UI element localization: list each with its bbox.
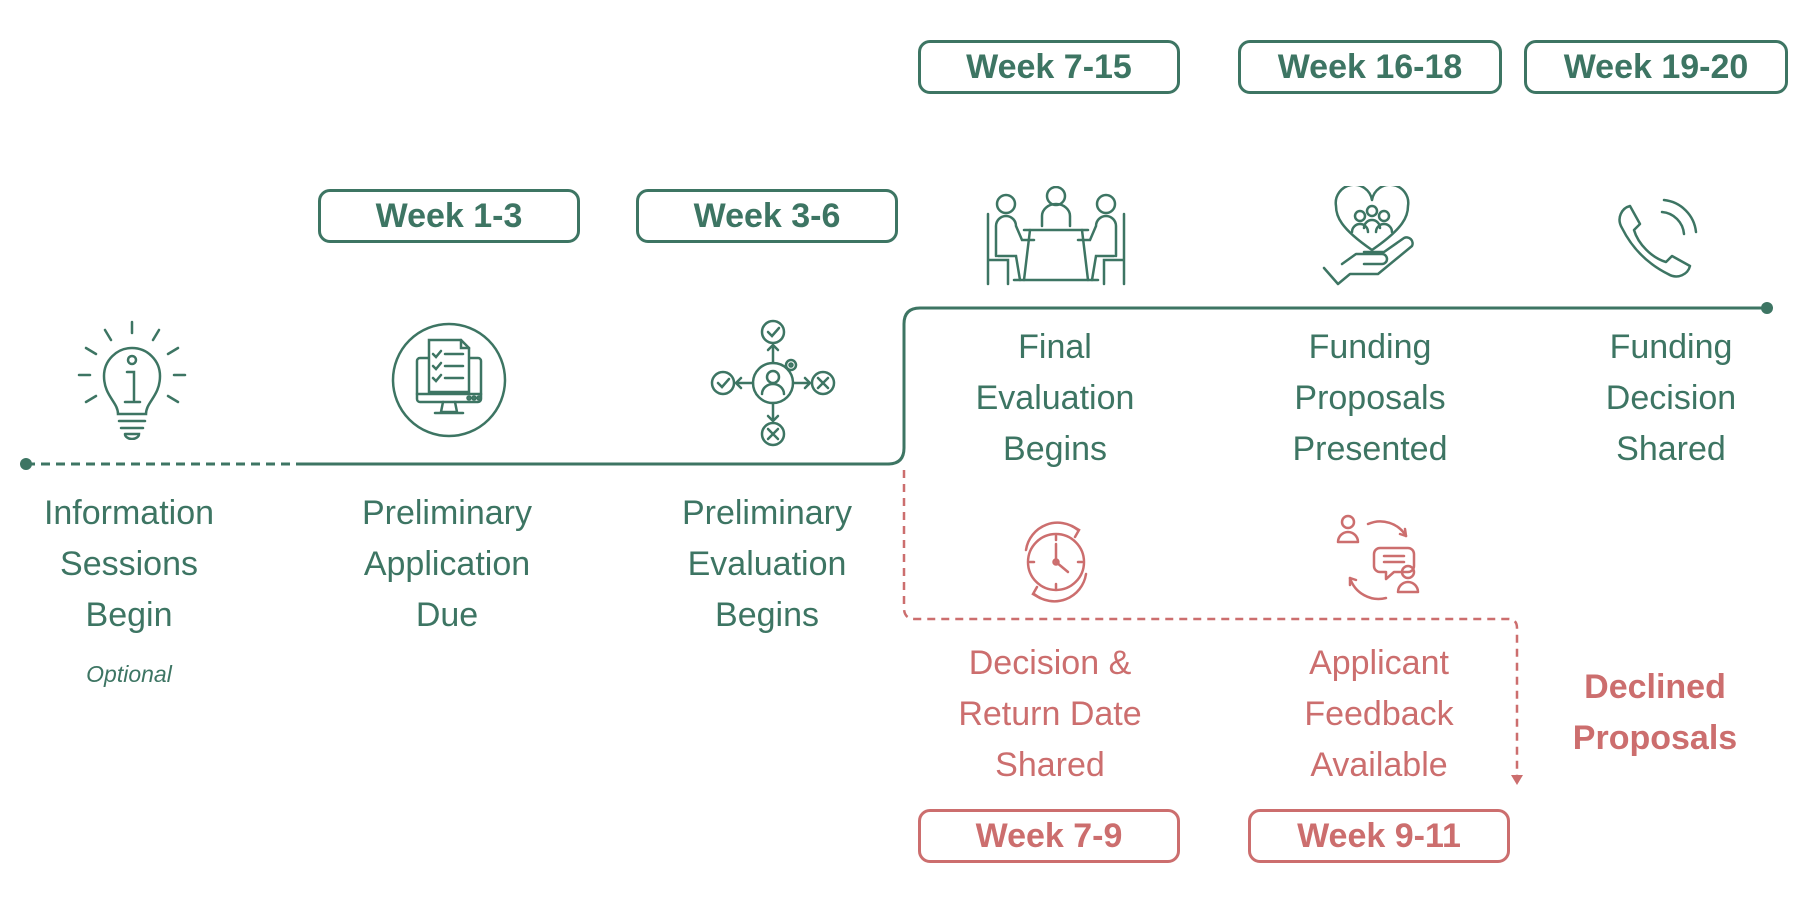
step-line: Information bbox=[43, 494, 215, 532]
step-funding-decision: Funding Decision Shared bbox=[1556, 322, 1786, 475]
step-line: Preliminary bbox=[361, 494, 533, 532]
declined-proposals-label: Declined Proposals bbox=[1540, 662, 1770, 764]
step-line: Application bbox=[363, 545, 531, 583]
step-line: Proposals bbox=[1294, 379, 1446, 417]
lightbulb-info-icon bbox=[77, 320, 187, 440]
step-line: Sessions bbox=[60, 545, 198, 583]
step-line: Begins bbox=[1003, 430, 1107, 468]
step-information-sessions: Information Sessions Begin bbox=[14, 488, 244, 641]
step-line: Begins bbox=[715, 596, 819, 634]
step-line: Funding bbox=[1308, 328, 1432, 366]
main-timeline-path bbox=[298, 306, 1767, 466]
step-line: Presented bbox=[1292, 430, 1448, 468]
declined-arrow-head bbox=[1511, 775, 1523, 785]
week-pill-1-3: Week 1-3 bbox=[318, 189, 580, 243]
step-line: Begin bbox=[85, 596, 173, 634]
step-line: Due bbox=[415, 596, 479, 634]
step-funding-proposals: Funding Proposals Presented bbox=[1255, 322, 1485, 475]
phone-call-icon bbox=[1618, 198, 1698, 278]
optional-note: Optional bbox=[86, 661, 172, 687]
step-line: Evaluation bbox=[687, 545, 847, 583]
step-line: Preliminary bbox=[681, 494, 853, 532]
step-applicant-feedback: Applicant Feedback Available bbox=[1264, 638, 1494, 791]
start-dot bbox=[20, 458, 32, 470]
week-pill-9-11: Week 9-11 bbox=[1248, 809, 1510, 863]
step-line: Applicant bbox=[1309, 644, 1449, 682]
step-line: Feedback bbox=[1304, 695, 1454, 733]
step-line: Return Date bbox=[958, 695, 1142, 733]
step-line: Final bbox=[1018, 328, 1092, 366]
step-preliminary-evaluation: Preliminary Evaluation Begins bbox=[652, 488, 882, 641]
step-line: Available bbox=[1310, 746, 1448, 784]
step-line: Evaluation bbox=[975, 379, 1135, 417]
meeting-table-icon bbox=[986, 186, 1126, 286]
week-pill-7-9: Week 7-9 bbox=[918, 809, 1180, 863]
week-pill-16-18: Week 16-18 bbox=[1238, 40, 1502, 94]
step-line: Shared bbox=[995, 746, 1105, 784]
step-decision-return-date: Decision & Return Date Shared bbox=[935, 638, 1165, 791]
step-line: Decision & bbox=[968, 644, 1132, 682]
step-line: Decision bbox=[1605, 379, 1737, 417]
step-preliminary-application: Preliminary Application Due bbox=[332, 488, 562, 641]
week-pill-7-15: Week 7-15 bbox=[918, 40, 1180, 94]
declined-line: Proposals bbox=[1572, 719, 1738, 757]
week-pill-19-20: Week 19-20 bbox=[1524, 40, 1788, 94]
step-line: Shared bbox=[1616, 430, 1726, 468]
people-feedback-icon bbox=[1336, 514, 1420, 601]
declined-line: Declined bbox=[1584, 668, 1726, 706]
declined-branch-path bbox=[902, 470, 1519, 775]
step-line: Funding bbox=[1609, 328, 1733, 366]
end-dot bbox=[1761, 302, 1773, 314]
clock-cycle-icon bbox=[1024, 521, 1088, 603]
monitor-checklist-icon bbox=[391, 322, 507, 438]
step-final-evaluation: Final Evaluation Begins bbox=[940, 322, 1170, 475]
hand-heart-people-icon bbox=[1322, 186, 1414, 286]
week-pill-3-6: Week 3-6 bbox=[636, 189, 898, 243]
evaluation-flow-icon bbox=[710, 319, 836, 447]
